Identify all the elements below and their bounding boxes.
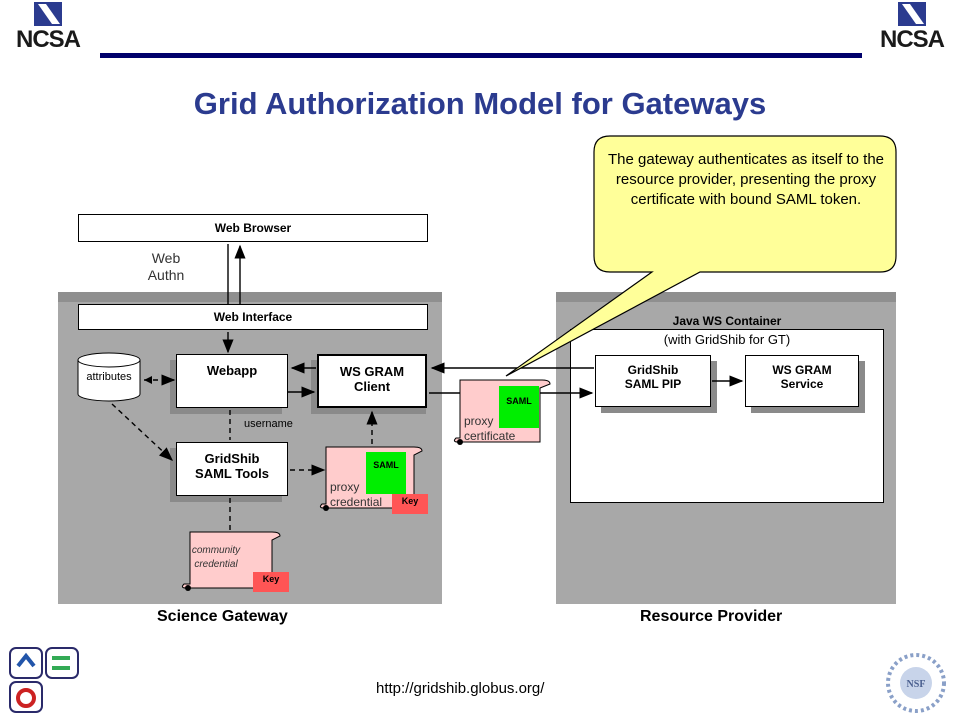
community-credential-label: community credential <box>190 544 242 572</box>
ncsa-logo-text: NCSA <box>15 26 81 53</box>
container-subtitle: (with GridShib for GT) <box>663 332 791 347</box>
science-gateway-caption: Science Gateway <box>157 608 288 625</box>
header-rule <box>100 53 862 58</box>
username-label: username <box>244 418 293 430</box>
proxy-credential-line1: proxy <box>330 480 360 494</box>
community-credential-key-label: Key <box>262 574 280 584</box>
ws-gram-service-box: WS GRAM Service <box>745 355 859 407</box>
proxy-certificate-label: proxy certificate <box>464 414 515 444</box>
proxy-credential-key-label: Key <box>401 496 419 506</box>
ws-gram-client-line1: WS GRAM <box>339 364 405 379</box>
gridshib-saml-pip-box: GridShib SAML PIP <box>595 355 711 407</box>
page-title: Grid Authorization Model for Gateways <box>193 86 767 121</box>
web-authn-label: Web Authn <box>136 250 196 284</box>
ncsa-emblem-icon <box>34 2 62 26</box>
webapp-label: Webapp <box>206 363 258 378</box>
community-credential-line1: community <box>191 545 241 556</box>
attributes-label: attributes <box>86 371 132 383</box>
attributes-database-icon <box>77 352 141 402</box>
proxy-certificate-saml-label: SAML <box>506 396 532 406</box>
proxy-credential-saml-label: SAML <box>373 460 399 470</box>
container-title: Java WS Container <box>672 314 782 328</box>
gridshib-tools-line1: GridShib <box>204 451 260 466</box>
web-browser-box: Web Browser <box>78 214 428 242</box>
web-authn-line1: Web <box>151 250 181 266</box>
callout-text: The gateway authenticates as itself to t… <box>608 151 884 208</box>
gridshib-tools-line2: SAML Tools <box>195 466 269 481</box>
gridshib-logo-icon <box>9 647 79 713</box>
ws-gram-client-line2: Client <box>353 379 391 394</box>
ws-gram-client-box: WS GRAM Client <box>317 354 427 408</box>
proxy-certificate-saml-block <box>499 386 539 428</box>
proxy-certificate-line1: proxy <box>464 414 494 428</box>
community-credential-key-block <box>253 572 289 592</box>
footer-url[interactable]: http://gridshib.globus.org/ <box>376 680 545 697</box>
proxy-certificate-line2: certificate <box>464 429 516 443</box>
webapp-box: Webapp <box>176 354 288 408</box>
nsf-seal-icon: NSF <box>886 653 946 713</box>
resource-provider-panel-top <box>556 292 896 302</box>
ncsa-logo-right: NCSA <box>864 0 960 58</box>
ncsa-logo-left: NCSA <box>0 0 96 58</box>
pip-line1: GridShib <box>627 363 679 377</box>
resource-provider-caption: Resource Provider <box>640 608 783 625</box>
web-interface-box: Web Interface <box>78 304 428 330</box>
service-line2: Service <box>780 377 824 391</box>
science-gateway-panel-top <box>58 292 442 302</box>
community-credential-line2: credential <box>194 559 238 570</box>
ncsa-logo-text: NCSA <box>879 26 945 53</box>
web-authn-line2: Authn <box>147 267 185 283</box>
proxy-credential-saml-block <box>366 452 406 494</box>
gridshib-saml-tools-box: GridShib SAML Tools <box>176 442 288 496</box>
svg-text:NSF: NSF <box>907 679 926 690</box>
ncsa-emblem-icon <box>898 2 926 26</box>
pip-line2: SAML PIP <box>624 377 682 391</box>
proxy-credential-key-block <box>392 494 428 514</box>
proxy-credential-line2: credential <box>330 495 383 509</box>
attributes-tools-dashed <box>111 403 174 461</box>
service-line1: WS GRAM <box>772 363 832 377</box>
proxy-credential-label: proxy credential <box>330 480 382 510</box>
